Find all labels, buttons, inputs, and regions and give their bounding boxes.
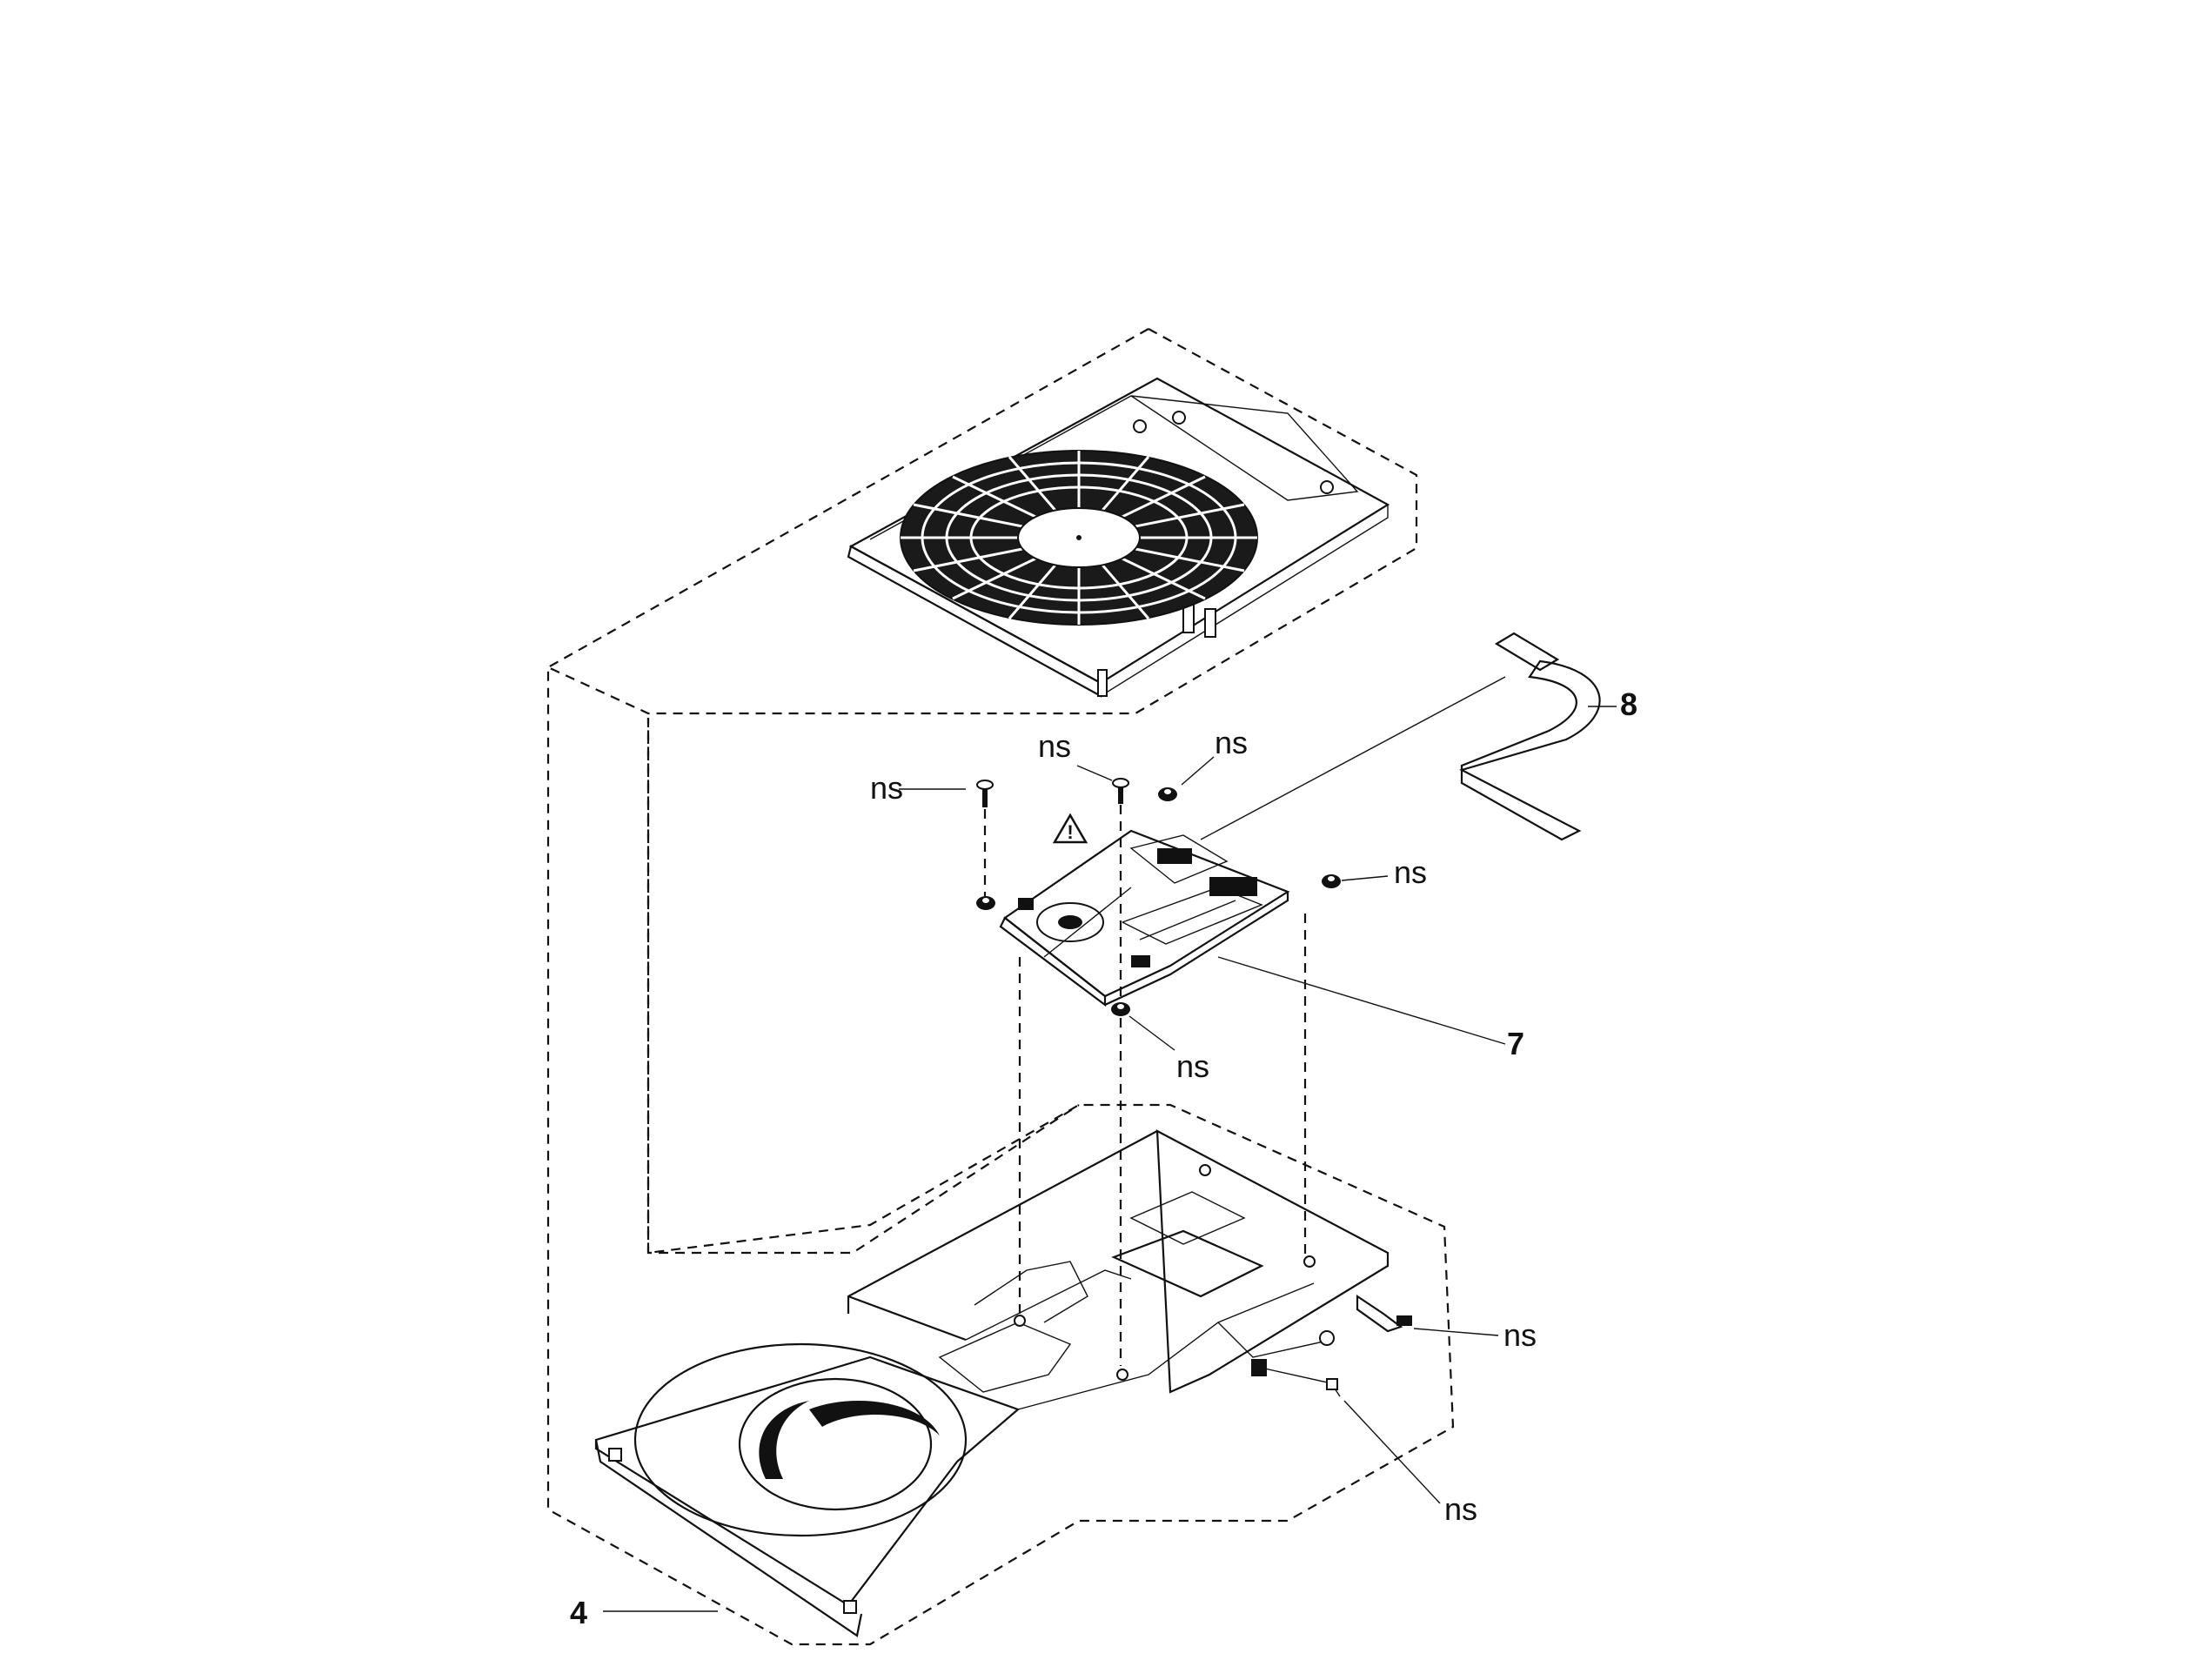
flat-cable: [1200, 632, 1601, 841]
leader-lines: [603, 706, 1617, 1612]
washer-right: [1322, 874, 1341, 888]
disc-tray-cover: [847, 377, 1390, 698]
traverse-mechanism: [999, 829, 1290, 1007]
washer-bottom: [1111, 1002, 1130, 1016]
assembly-boundary-4: [546, 328, 1455, 1646]
warning-symbol: !: [1067, 821, 1073, 843]
washer-top-right: [1158, 787, 1177, 801]
screw-center: [1112, 778, 1129, 804]
callout-7: 7: [1507, 1026, 1524, 1061]
assembly-boundary-7: [646, 718, 1080, 1255]
disc-grid: [900, 450, 1258, 626]
label-ns-screw-left: ns: [870, 770, 903, 806]
callout-8: 8: [1620, 686, 1637, 722]
label-ns-tray-bottom: ns: [1444, 1491, 1477, 1527]
assembly-guide-lines: [983, 805, 1307, 1366]
callout-4: 4: [570, 1595, 587, 1630]
label-ns-washer-right: ns: [1394, 854, 1427, 890]
washer-left: [976, 896, 995, 910]
loader-tray-base: [594, 1129, 1412, 1637]
label-ns-tray-right: ns: [1503, 1317, 1537, 1353]
label-ns-washer-bottom: ns: [1176, 1048, 1209, 1084]
label-ns-washer-top: ns: [1215, 725, 1248, 760]
warning-triangle-icon: !: [1052, 813, 1088, 844]
screw-left: [976, 780, 994, 807]
label-ns-screw-center: ns: [1038, 728, 1071, 764]
